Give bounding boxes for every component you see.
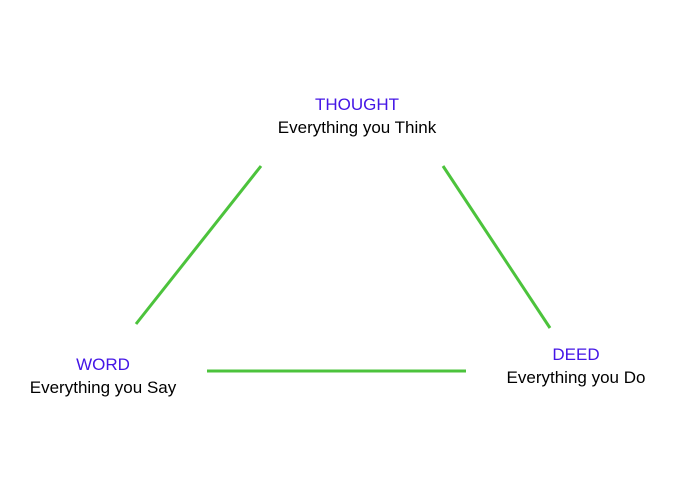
word-description: Everything you Say	[29, 378, 177, 397]
node-deed: DEED Everything you Do	[476, 343, 676, 389]
edge-thought-word	[134, 165, 263, 325]
word-title: WORD	[76, 355, 130, 374]
thought-title: THOUGHT	[314, 95, 400, 114]
deed-description: Everything you Do	[506, 368, 646, 387]
thought-description: Everything you Think	[277, 118, 437, 137]
node-thought: THOUGHT Everything you Think	[257, 93, 457, 139]
deed-title: DEED	[552, 345, 600, 364]
node-word: WORD Everything you Say	[3, 353, 203, 399]
edge-thought-deed	[441, 165, 552, 329]
